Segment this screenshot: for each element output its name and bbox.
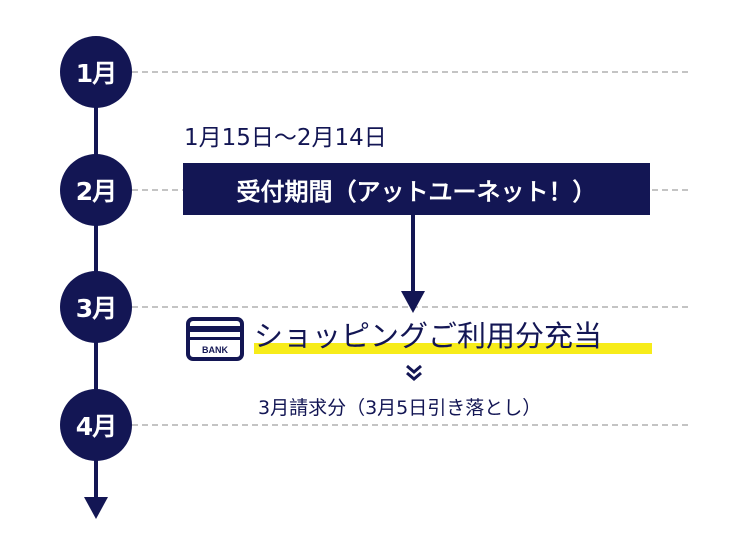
double-chevron-down-icon [405,364,423,386]
month-marker-jan: 1月 [60,36,132,108]
flow-arrow-icon [401,291,425,313]
guide-line-apr [132,424,688,426]
application-period-label: 受付期間（アットユーネット！） [236,177,597,206]
month-marker-mar: 3月 [60,271,132,343]
application-period-box: 受付期間（アットユーネット！） [183,163,650,215]
guide-line-jan [132,71,688,73]
bank-icon-text: BANK [202,345,228,355]
month-label: 1月 [75,59,117,88]
month-marker-apr: 4月 [60,389,132,461]
billing-info: 3月請求分（3月5日引き落とし） [258,397,542,419]
month-label: 2月 [75,177,117,206]
timeline-arrow-icon [84,497,108,519]
month-marker-feb: 2月 [60,154,132,226]
application-period-dates: 1月15日〜2月14日 [184,125,387,151]
flow-connector [411,215,415,291]
month-label: 3月 [75,294,117,323]
month-label: 4月 [75,412,117,441]
bank-card-icon: BANK [186,317,244,365]
label-highlight [254,343,652,354]
shopping-usage-label: ショッピングご利用分充当 [254,319,603,353]
